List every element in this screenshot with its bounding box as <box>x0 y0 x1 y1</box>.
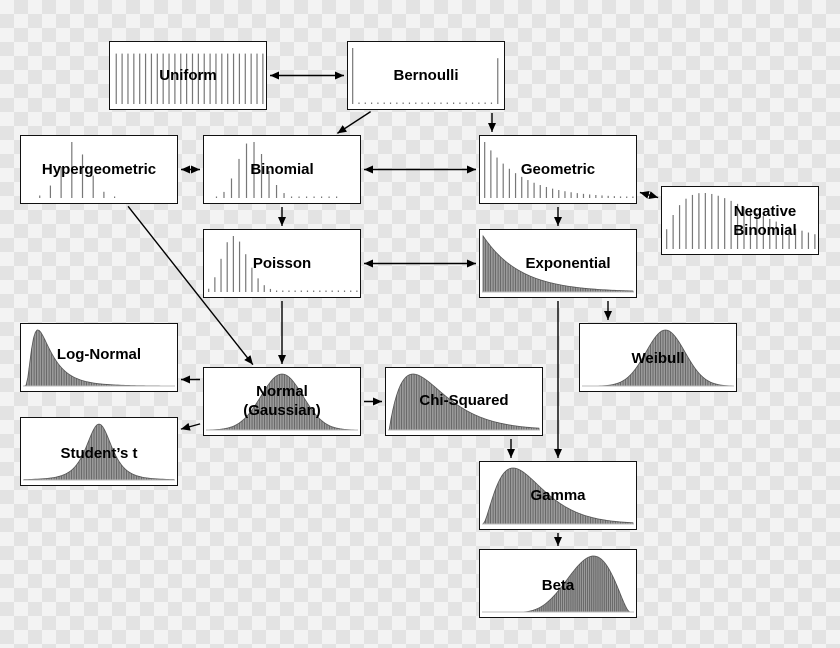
node-log-normal: Log-Normal <box>20 323 178 392</box>
node-label: Log-Normal <box>56 346 142 363</box>
distribution-shape <box>115 53 264 104</box>
node-binomial: Binomial <box>203 135 361 204</box>
distribution-shape <box>39 142 116 198</box>
node-label: Gamma <box>530 487 586 504</box>
distribution-shape <box>666 193 816 249</box>
node-label: Negative Binomial <box>733 202 797 239</box>
node-uniform: Uniform <box>109 41 267 110</box>
node-label: Hypergeometric <box>41 161 157 178</box>
bidirectional-arrow-geometric-to-negative-binomial <box>639 191 659 199</box>
node-students-t: Student’s t <box>20 417 178 486</box>
distribution-shape <box>23 423 175 481</box>
node-label: Chi-Squared <box>419 392 509 409</box>
arrow-hypergeometric-to-normal <box>127 205 254 366</box>
distribution-shape <box>23 329 175 387</box>
node-gamma: Gamma <box>479 461 637 530</box>
node-geometric: Geometric <box>479 135 637 204</box>
node-label: Exponential <box>525 255 611 272</box>
node-label: Binomial <box>250 161 314 178</box>
arrow-bernoulli-to-binomial <box>336 111 372 134</box>
node-label: Student’s t <box>60 444 138 462</box>
distribution-shape <box>352 48 499 104</box>
distribution-shape <box>388 373 540 431</box>
distribution-shape <box>206 373 358 431</box>
node-label: Beta <box>541 577 575 594</box>
node-label: Geometric <box>520 161 596 178</box>
node-hypergeometric: Hypergeometric <box>20 135 178 204</box>
node-label: Weibull <box>631 350 685 367</box>
arrow-normal-to-students-t <box>180 422 201 431</box>
node-bernoulli: Bernoulli <box>347 41 505 110</box>
node-exponential: Exponential <box>479 229 637 298</box>
distribution-shape <box>215 142 338 198</box>
distribution-shape <box>482 467 634 525</box>
node-normal: Normal (Gaussian) <box>203 367 361 436</box>
distribution-shape <box>484 142 634 198</box>
node-negative-binomial: Negative Binomial <box>661 186 819 255</box>
node-label: Normal (Gaussian) <box>243 382 321 419</box>
node-poisson: Poisson <box>203 229 361 298</box>
node-weibull: Weibull <box>579 323 737 392</box>
node-label: Bernoulli <box>393 67 459 84</box>
distribution-shape <box>482 555 634 613</box>
node-beta: Beta <box>479 549 637 618</box>
node-chi-squared: Chi-Squared <box>385 367 543 436</box>
distribution-shape <box>582 329 734 387</box>
node-label: Uniform <box>159 67 217 84</box>
distribution-shape <box>208 236 358 292</box>
node-label: Poisson <box>252 255 312 272</box>
distribution-shape <box>482 234 634 293</box>
